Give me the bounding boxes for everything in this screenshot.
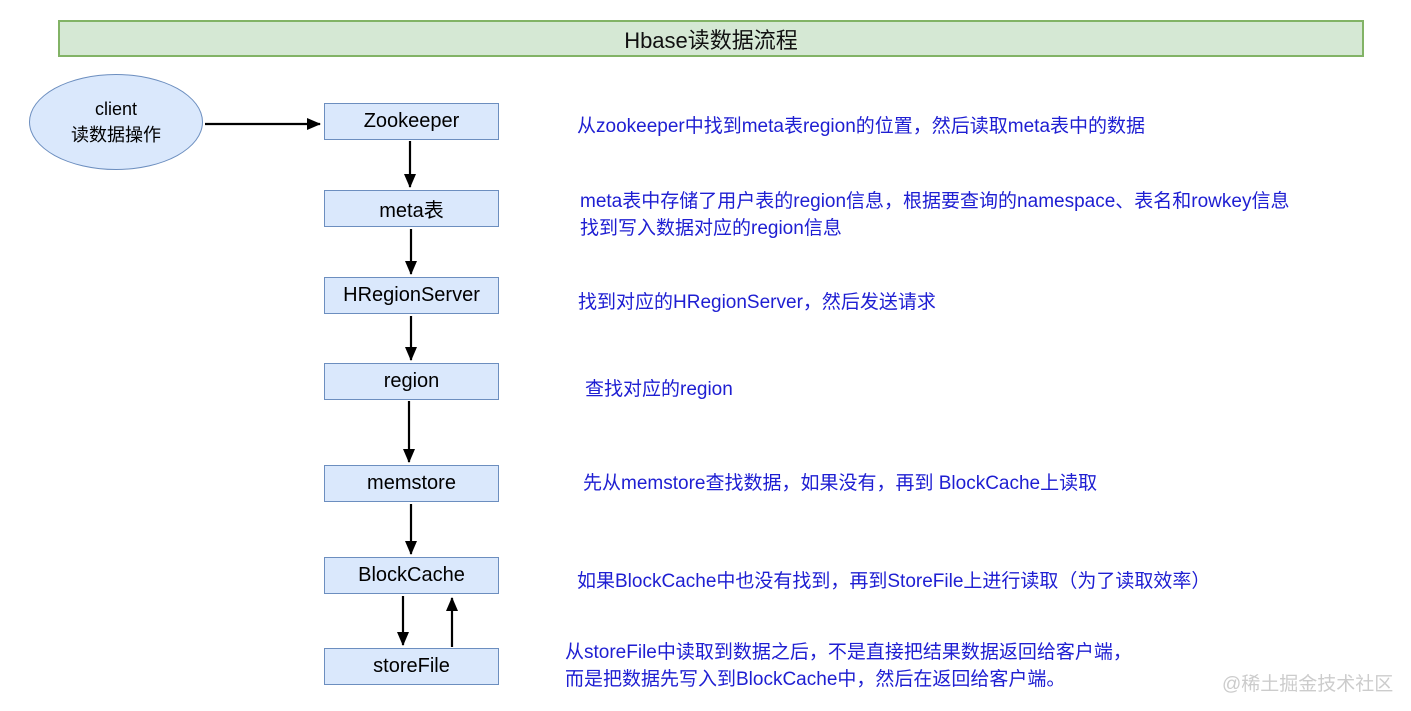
flow-node-storefile: storeFile [324, 648, 499, 685]
annotation-line: 从zookeeper中找到meta表region的位置，然后读取meta表中的数… [577, 116, 1146, 137]
client-node-line1: client [94, 99, 138, 119]
annotation-meta: meta表中存储了用户表的region信息，根据要查询的namespace、表名… [580, 188, 1289, 242]
flow-node-zookeeper: Zookeeper [324, 103, 499, 140]
annotation-line: 先从memstore查找数据，如果没有，再到 BlockCache上读取 [583, 473, 1098, 494]
annotation-line: 查找对应的region [585, 379, 733, 400]
watermark: @稀土掘金技术社区 [1222, 674, 1394, 695]
flow-node-meta-table: meta表 [324, 190, 499, 227]
client-node: client 读数据操作 [29, 74, 203, 170]
flow-node-memstore: memstore [324, 465, 499, 502]
annotation-line: 找到写入数据对应的region信息 [580, 218, 842, 239]
annotation-line: 如果BlockCache中也没有找到，再到StoreFile上进行读取（为了读取… [577, 571, 1211, 592]
flow-node-hregionserver: HRegionServer [324, 277, 499, 314]
annotation-storefile: 从storeFile中读取到数据之后，不是直接把结果数据返回给客户端， 而是把数… [565, 639, 1132, 693]
annotation-hregionserver: 找到对应的HRegionServer，然后发送请求 [578, 289, 936, 316]
client-node-line2: 读数据操作 [71, 125, 161, 145]
annotation-blockcache: 如果BlockCache中也没有找到，再到StoreFile上进行读取（为了读取… [577, 568, 1210, 595]
diagram-title: Hbase读数据流程 [58, 20, 1364, 57]
flow-node-region: region [324, 363, 499, 400]
annotation-line: 从storeFile中读取到数据之后，不是直接把结果数据返回给客户端， [565, 642, 1132, 663]
annotation-line: 找到对应的HRegionServer，然后发送请求 [578, 292, 936, 313]
annotation-memstore: 先从memstore查找数据，如果没有，再到 BlockCache上读取 [583, 470, 1097, 497]
annotation-region: 查找对应的region [585, 376, 733, 403]
annotation-line: meta表中存储了用户表的region信息，根据要查询的namespace、表名… [580, 191, 1290, 212]
annotation-line: 而是把数据先写入到BlockCache中，然后在返回给客户端。 [565, 669, 1066, 690]
annotation-zookeeper: 从zookeeper中找到meta表region的位置，然后读取meta表中的数… [577, 113, 1145, 140]
flow-node-blockcache: BlockCache [324, 557, 499, 594]
